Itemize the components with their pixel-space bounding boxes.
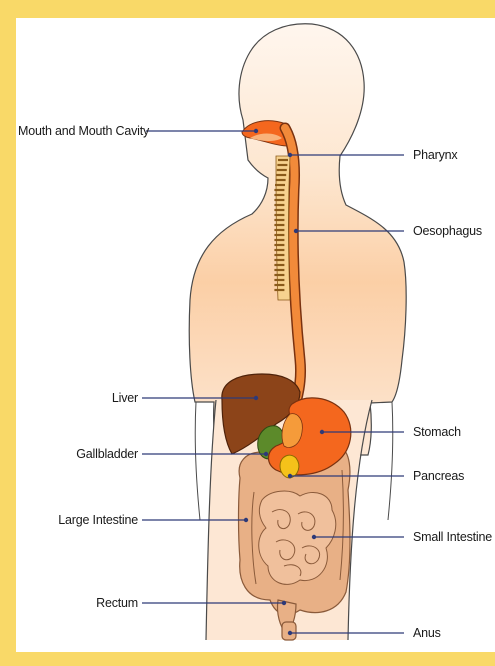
label-pancreas: Pancreas [413,469,464,483]
leader-small-intestine-dot [312,535,315,538]
label-small-intestine: Small Intestine [413,530,492,544]
leader-anus-dot [288,631,291,634]
leader-stomach-dot [320,430,323,433]
label-pharynx: Pharynx [413,148,457,162]
leader-pancreas-dot [288,474,291,477]
trachea-tube [276,156,290,300]
leader-pharynx-dot [288,153,291,156]
leader-oesophagus-dot [294,229,297,232]
label-rectum: Rectum [60,596,138,610]
label-oesophagus: Oesophagus [413,224,482,238]
leader-mouth-dot [254,129,257,132]
left-arm-edge [195,402,200,520]
label-large-intestine: Large Intestine [30,513,138,527]
right-arm-edge [388,402,393,520]
label-stomach: Stomach [413,425,461,439]
leader-gallbladder-dot [264,452,267,455]
anus [282,622,296,640]
label-anus: Anus [413,626,441,640]
label-gallbladder: Gallbladder [40,447,138,461]
leader-liver-dot [254,396,257,399]
label-liver: Liver [60,391,138,405]
label-mouth: Mouth and Mouth Cavity [18,124,144,138]
leader-rectum-dot [282,601,285,604]
leader-large-intestine-dot [244,518,247,521]
